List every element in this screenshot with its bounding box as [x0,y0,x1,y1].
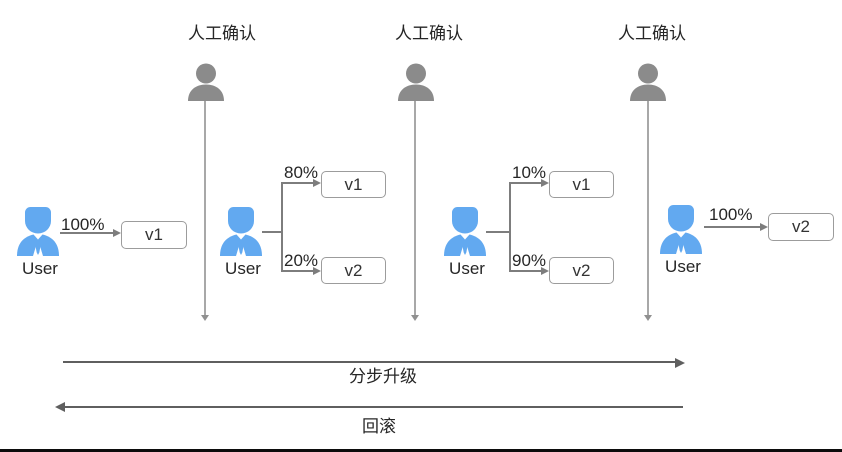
branch-line [509,182,511,272]
user-label: User [665,257,701,276]
reviewer-person-icon [396,63,436,101]
arrow-down-icon [201,315,209,321]
reviewer-person-icon [628,63,668,101]
connector-line [262,231,282,233]
arrow-right-icon [113,229,121,237]
version-box: v2 [768,213,834,241]
user-icon [16,206,60,256]
arrow-down-icon [644,315,652,321]
rollback-arrow-line [64,406,683,408]
upgrade-label: 分步升级 [349,367,417,386]
user-icon [659,204,703,254]
traffic-percent-label: 80% [284,163,319,182]
user-label: User [225,259,261,278]
arrow-right-icon [541,267,549,275]
flow-line [509,270,542,272]
flow-line [60,232,114,234]
traffic-percent-label: 10% [512,163,547,182]
flow-line [281,182,314,184]
confirm-timeline [204,101,206,316]
arrow-right-icon [675,358,685,368]
flow-line [281,270,314,272]
confirm-timeline [647,101,649,316]
version-box: v1 [121,221,187,249]
user-icon [443,206,487,256]
user-label: User [22,259,58,278]
user-icon [219,206,263,256]
rollback-label: 回滚 [362,417,396,436]
flow-line [509,182,542,184]
version-box: v2 [321,257,386,284]
manual-confirm-label: 人工确认 [188,24,256,43]
flow-line [704,226,761,228]
arrow-right-icon [541,179,549,187]
arrow-left-icon [55,402,65,412]
manual-confirm-label: 人工确认 [395,24,463,43]
connector-line [486,231,510,233]
traffic-percent-label: 100% [709,205,753,224]
version-box: v1 [321,171,386,198]
arrow-right-icon [760,223,768,231]
arrow-down-icon [411,315,419,321]
reviewer-person-icon [186,63,226,101]
manual-confirm-label: 人工确认 [618,24,686,43]
arrow-right-icon [313,267,321,275]
traffic-percent-label: 90% [512,251,547,270]
traffic-percent-label: 100% [61,215,105,234]
confirm-timeline [414,101,416,316]
upgrade-arrow-line [63,361,676,363]
version-box: v1 [549,171,614,198]
branch-line [281,182,283,272]
arrow-right-icon [313,179,321,187]
traffic-percent-label: 20% [284,251,319,270]
user-label: User [449,259,485,278]
version-box: v2 [549,257,614,284]
bottom-border [0,449,842,452]
